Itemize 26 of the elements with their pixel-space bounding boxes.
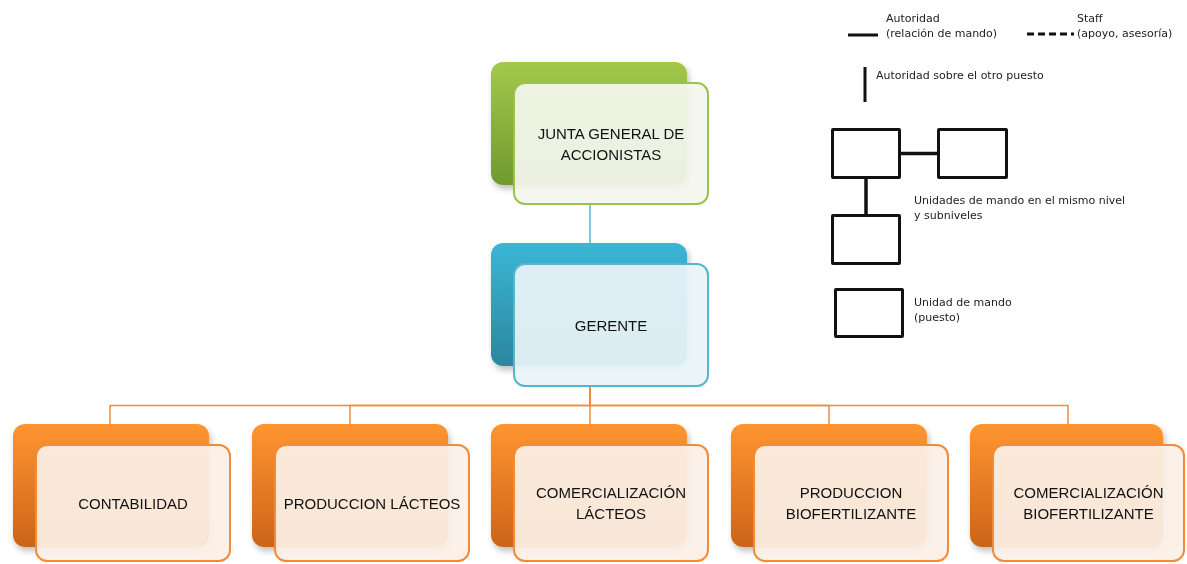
connector-line [589, 204, 591, 244]
unit-box [831, 128, 901, 179]
position-title: CONTABILIDAD [78, 493, 188, 514]
unit-box [834, 288, 904, 338]
position-box [491, 424, 709, 562]
position-box [13, 424, 231, 562]
position-title: COMERCIALIZACIÓN BIOFERTILIZANTE [1012, 483, 1165, 524]
position-box [491, 62, 709, 205]
position-box [970, 424, 1185, 562]
position-title: JUNTA GENERAL DE ACCIONISTAS [536, 123, 686, 165]
legend-text: Staff (apoyo, asesoría) [1077, 12, 1174, 42]
position-title: PRODUCCION BIOFERTILIZANTE [784, 483, 918, 524]
connector-line [901, 151, 937, 156]
position-box [731, 424, 949, 562]
unit-box [937, 128, 1008, 179]
position-title: GERENTE [574, 315, 648, 336]
note-text: Unidades de mando en el mismo nivel y subniveles [914, 194, 1127, 224]
connector-line [864, 179, 868, 214]
legend-text: Autoridad sobre el otro puesto [876, 69, 1045, 84]
note-text: Unidad de mando (puesto) [914, 296, 1013, 326]
position-box [491, 243, 709, 387]
position-box [252, 424, 470, 562]
position-title: COMERCIALIZACIÓN LÁCTEOS [535, 483, 687, 524]
legend-text: Autoridad (relación de mando) [886, 12, 999, 42]
unit-box [831, 214, 901, 265]
position-title: PRODUCCION LÁCTEOS [283, 493, 461, 514]
